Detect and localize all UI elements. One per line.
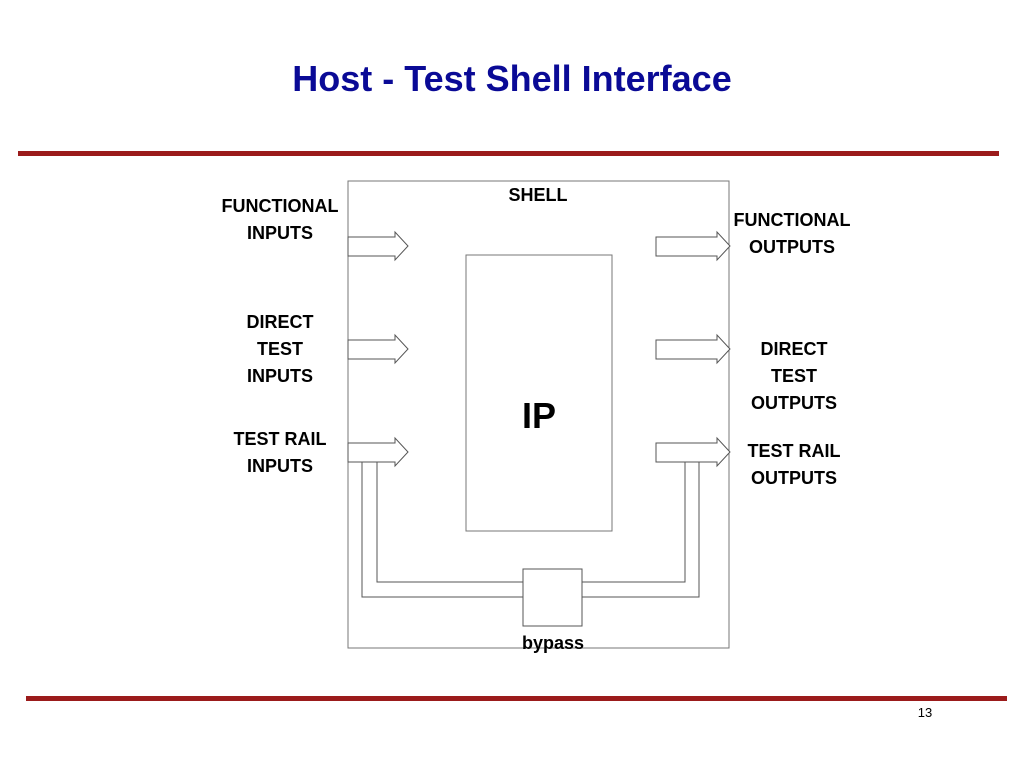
direct-test-inputs-label: DIRECT TEST INPUTS: [200, 309, 360, 390]
test-rail-inputs-label: TEST RAIL INPUTS: [200, 426, 360, 480]
top-divider: [18, 151, 999, 156]
label-line: TEST RAIL: [747, 441, 841, 461]
bottom-divider: [26, 696, 1007, 701]
ip-core-label: IP: [521, 395, 556, 436]
test-rail-output-arrow: [655, 436, 731, 468]
bypass-path: [361, 462, 700, 598]
functional-inputs-label: FUNCTIONAL INPUTS: [200, 193, 360, 247]
slide-title: Host - Test Shell Interface: [292, 58, 732, 99]
label-line: OUTPUTS: [750, 468, 837, 488]
direct-test-input-arrow: [347, 333, 409, 365]
label-line: DIRECT: [760, 339, 828, 359]
direct-test-outputs-label: DIRECT TEST OUTPUTS: [714, 336, 874, 417]
bypass-box: [522, 568, 583, 627]
label-line: DIRECT: [246, 312, 314, 332]
label-line: FUNCTIONAL: [221, 196, 339, 216]
ip-core-box: [465, 254, 613, 532]
label-line: TEST: [256, 339, 303, 359]
label-line: INPUTS: [246, 366, 313, 386]
shell-label: SHELL: [508, 185, 568, 205]
direct-test-output-arrow: [655, 333, 731, 365]
label-line: FUNCTIONAL: [733, 210, 851, 230]
label-line: TEST RAIL: [233, 429, 327, 449]
label-line: INPUTS: [246, 456, 313, 476]
shell-box: [347, 180, 730, 649]
label-line: OUTPUTS: [750, 393, 837, 413]
label-line: INPUTS: [246, 223, 313, 243]
test-rail-outputs-label: TEST RAIL OUTPUTS: [714, 438, 874, 492]
functional-input-arrow: [347, 230, 409, 262]
bypass-label: bypass: [521, 633, 585, 653]
label-line: OUTPUTS: [748, 237, 835, 257]
label-line: TEST: [770, 366, 817, 386]
functional-output-arrow: [655, 230, 731, 262]
test-rail-input-arrow: [347, 436, 409, 468]
functional-outputs-label: FUNCTIONAL OUTPUTS: [712, 207, 872, 261]
page-number: 13: [917, 705, 933, 720]
